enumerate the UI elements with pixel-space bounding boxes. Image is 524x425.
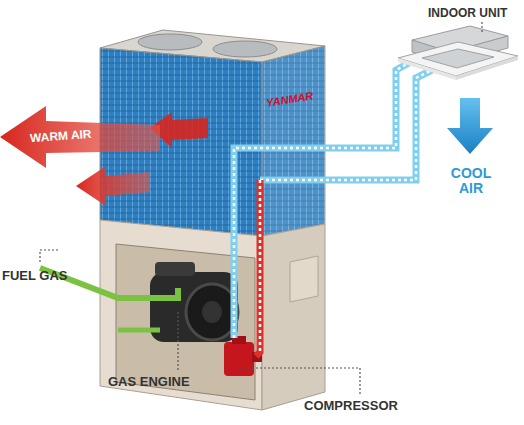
cool-air-arrow	[447, 98, 493, 154]
part-label: COOL AIR	[444, 166, 498, 196]
part-label: GAS ENGINE	[108, 374, 190, 389]
air-arrow-node: WARM AIR	[0, 106, 160, 168]
indoor-unit-illustration	[398, 26, 518, 80]
warm-air-arrow	[0, 106, 160, 168]
part-label: COMPRESSOR	[304, 398, 398, 413]
warm-air-arrow	[76, 166, 150, 206]
outdoor-unit	[100, 30, 325, 410]
part-label: INDOOR UNIT	[428, 6, 507, 21]
leader-lines	[40, 22, 482, 394]
refrigerant-pipes	[234, 58, 440, 356]
gas-engine-illustration	[150, 262, 238, 342]
part-label: FUEL GAS	[2, 268, 68, 283]
